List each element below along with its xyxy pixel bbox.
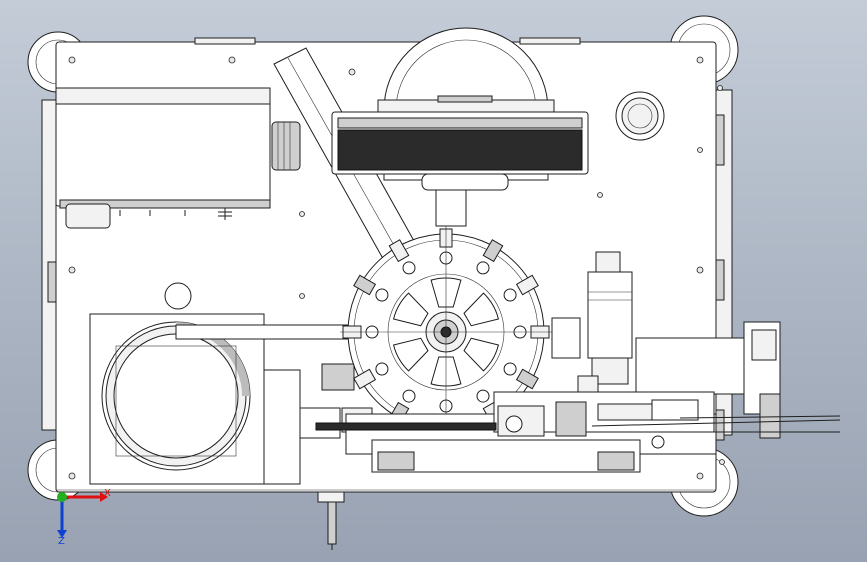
bottom-shaft (317, 491, 345, 550)
gripper-clamp (388, 239, 410, 263)
turntable-window (392, 292, 429, 327)
mounting-screws (68, 56, 725, 480)
z-axis-label: Z (58, 536, 65, 547)
servo-motor (551, 251, 633, 385)
gripper-clamp (353, 274, 377, 296)
rotary-index-table (340, 226, 552, 438)
turntable-hole (375, 288, 389, 302)
knob-top-right (615, 91, 665, 141)
turntable-hole (503, 362, 517, 376)
gripper-clamp (515, 274, 539, 296)
display-panel (331, 111, 589, 175)
turntable-hole (375, 362, 389, 376)
turntable-hole (402, 261, 416, 275)
gripper-clamp (515, 368, 539, 390)
control-box (55, 87, 301, 229)
axis-triad: X Z (57, 488, 111, 547)
gripper-clamp (353, 368, 377, 390)
lower-conveyor (315, 391, 841, 473)
turntable-window (463, 337, 500, 372)
right-feed-assembly (577, 321, 781, 439)
turntable-window (392, 337, 429, 372)
port-hole (164, 282, 192, 310)
turntable-hole (402, 389, 416, 403)
turntable-hole (476, 389, 490, 403)
turntable-window (463, 292, 500, 327)
gripper-clamp (482, 239, 504, 263)
turntable-hole (503, 288, 517, 302)
turntable-hole (476, 261, 490, 275)
x-axis-label: X (104, 488, 111, 499)
feed-bowl (89, 313, 359, 485)
